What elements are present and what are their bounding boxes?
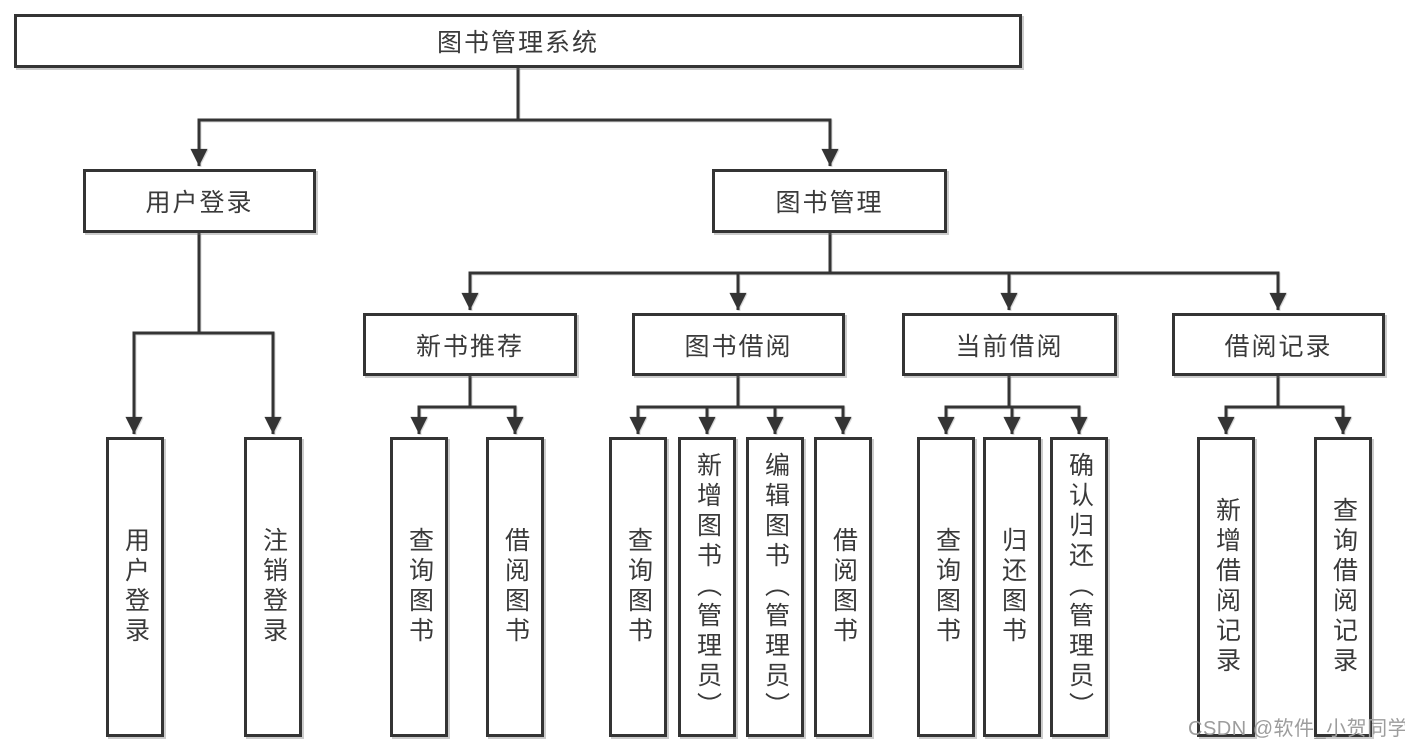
leaf-current-confirm-return-admin: 确认归还（管理员） — [1050, 437, 1108, 737]
node-label: 查询图书 — [405, 527, 434, 647]
node-label: 用户登录 — [145, 189, 254, 217]
node-library-management-system: 图书管理系统 — [14, 14, 1022, 68]
csdn-watermark: CSDN @软件_小贺同学 — [1188, 718, 1405, 740]
node-borrowing-records: 借阅记录 — [1172, 313, 1385, 376]
leaf-user-login: 用户登录 — [106, 437, 164, 737]
node-label: 新增图书（管理员） — [693, 452, 722, 722]
node-label: 用户登录 — [121, 527, 150, 647]
node-label: 新书推荐 — [415, 332, 524, 361]
node-book-borrowing: 图书借阅 — [632, 313, 845, 376]
leaf-current-query-books: 查询图书 — [917, 437, 975, 737]
node-user-login-group: 用户登录 — [83, 169, 316, 233]
leaf-records-query-record: 查询借阅记录 — [1314, 437, 1372, 737]
leaf-recommend-query-books: 查询图书 — [390, 437, 448, 737]
leaf-recommend-borrow-books: 借阅图书 — [486, 437, 544, 737]
node-label: 查询借阅记录 — [1329, 497, 1358, 677]
node-current-borrowing: 当前借阅 — [902, 313, 1117, 376]
node-label: 归还图书 — [998, 527, 1027, 647]
node-label: 查询图书 — [932, 527, 961, 647]
node-label: 图书管理系统 — [436, 29, 599, 57]
leaf-borrowing-borrow-books: 借阅图书 — [814, 437, 872, 737]
leaf-borrowing-add-books-admin: 新增图书（管理员） — [678, 437, 736, 737]
leaf-borrowing-query-books: 查询图书 — [609, 437, 667, 737]
node-label: 借阅图书 — [501, 527, 530, 647]
leaf-logout: 注销登录 — [244, 437, 302, 737]
node-label: 图书管理 — [775, 189, 884, 217]
node-label: 注销登录 — [259, 527, 288, 647]
leaf-current-return-books: 归还图书 — [983, 437, 1041, 737]
node-book-management: 图书管理 — [712, 169, 947, 233]
node-new-book-recommend: 新书推荐 — [363, 313, 577, 376]
leaf-borrowing-edit-books-admin: 编辑图书（管理员） — [746, 437, 804, 737]
node-label: 当前借阅 — [955, 332, 1064, 361]
node-label: 借阅图书 — [829, 527, 858, 647]
node-label: 图书借阅 — [684, 332, 793, 361]
node-label: 借阅记录 — [1224, 332, 1333, 361]
leaf-records-add-record: 新增借阅记录 — [1197, 437, 1255, 737]
node-label: 查询图书 — [624, 527, 653, 647]
node-label: 确认归还（管理员） — [1065, 452, 1094, 722]
node-label: 编辑图书（管理员） — [761, 452, 790, 722]
node-label: 新增借阅记录 — [1212, 497, 1241, 677]
